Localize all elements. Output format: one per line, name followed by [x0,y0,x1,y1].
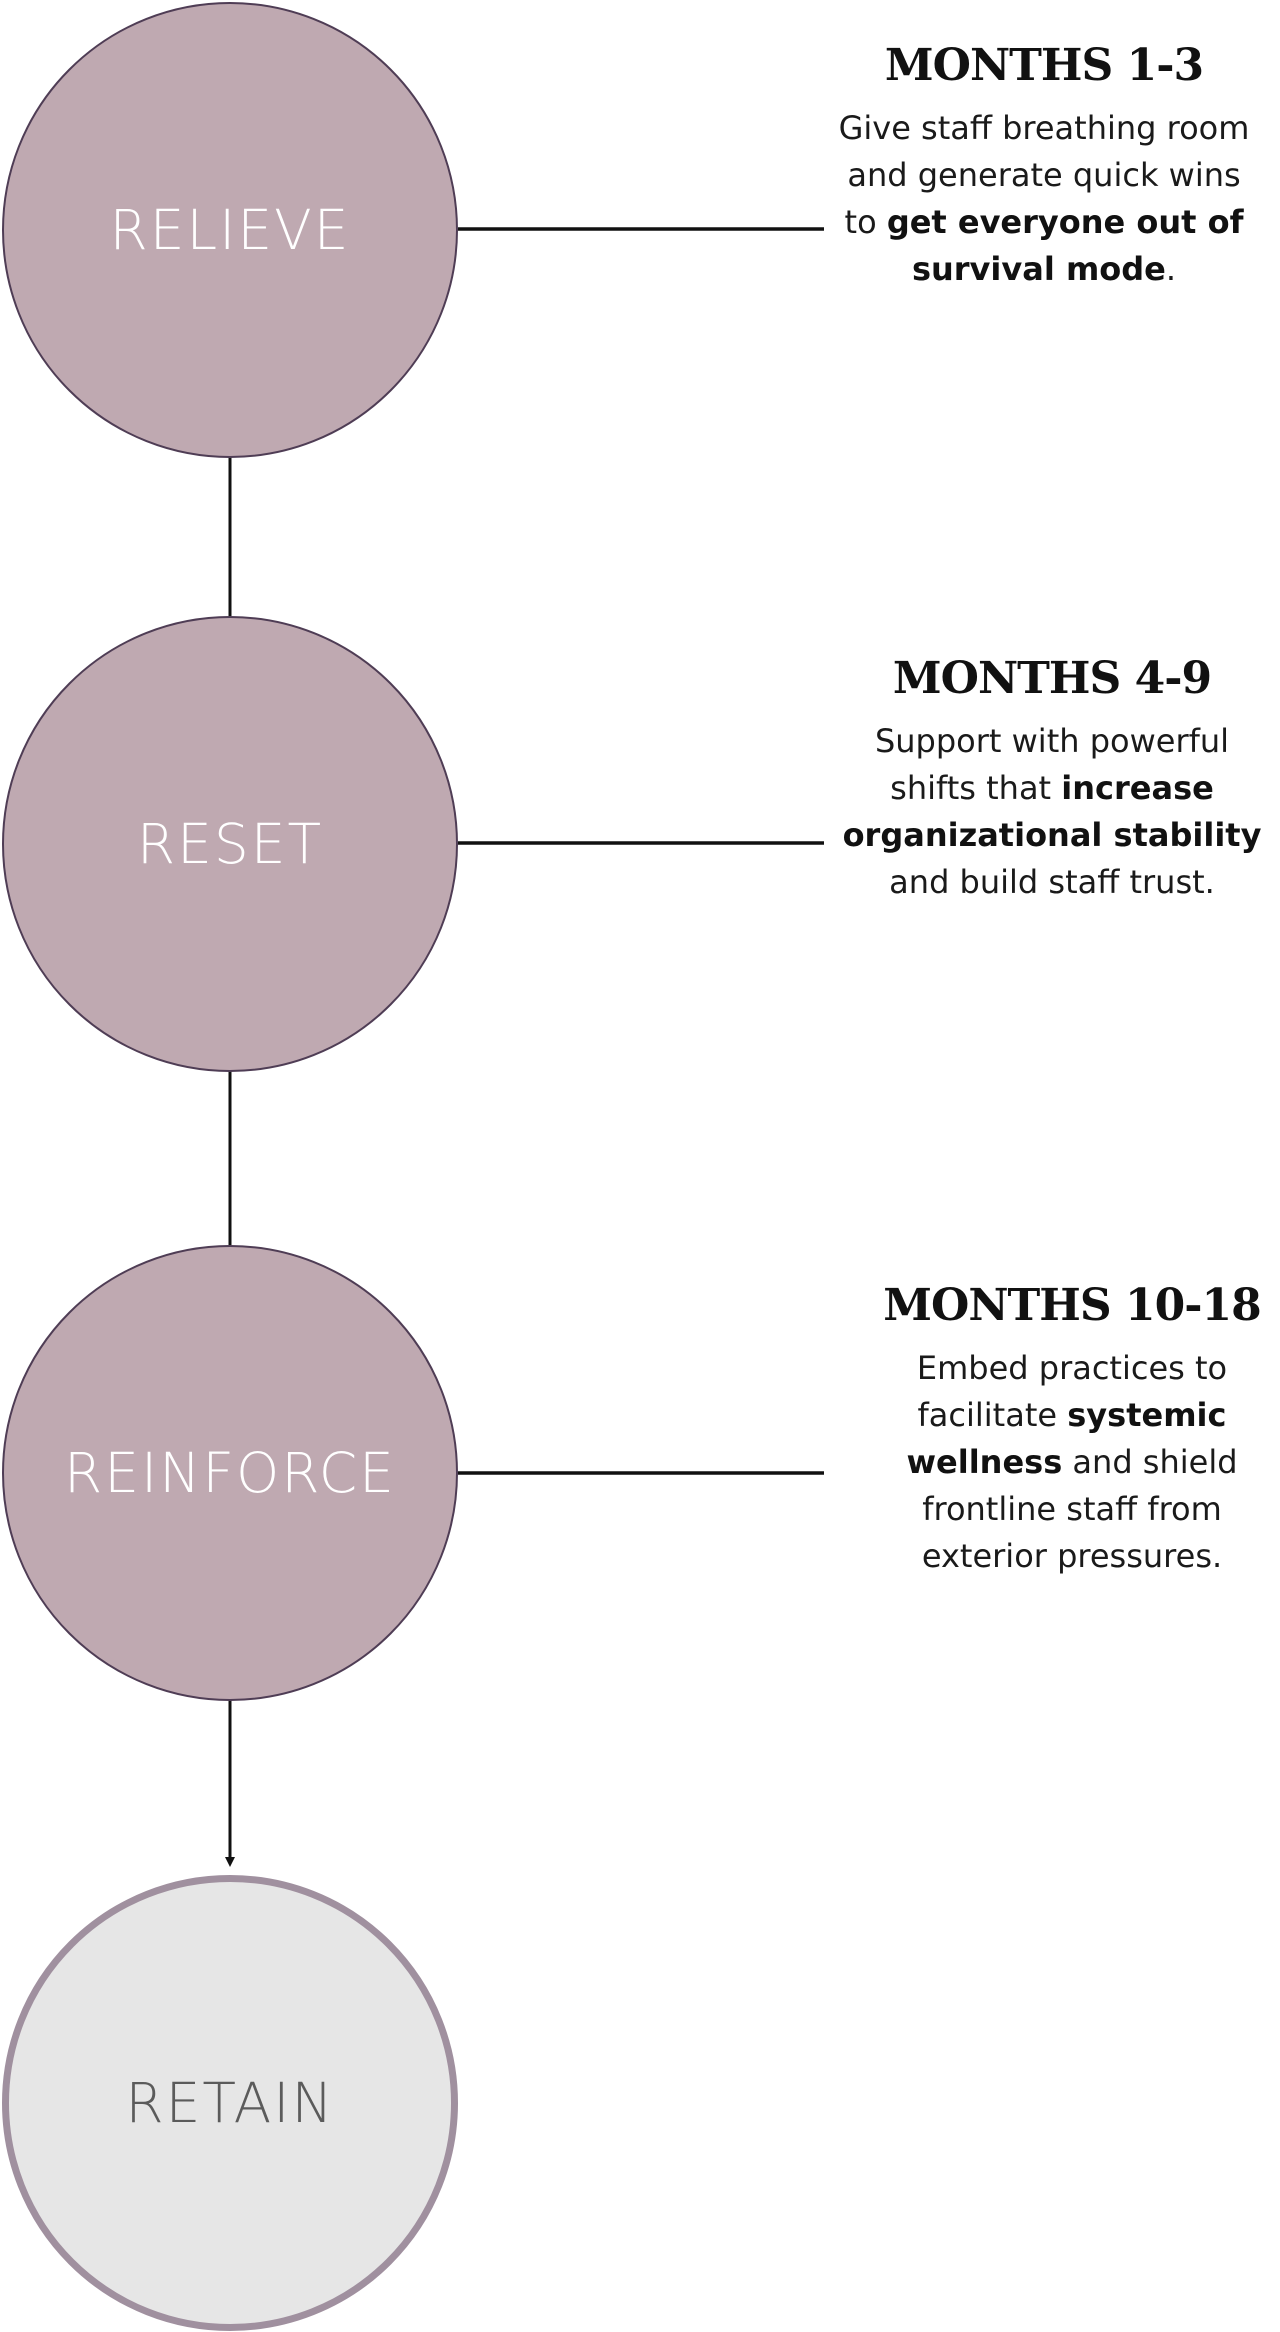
description-part: Support with powerful shifts that [874,721,1230,807]
stage-text-reset: MONTHS 4-9 Support with powerful shifts … [842,653,1262,906]
description-part: and build staff trust. [889,862,1215,901]
description-part: and shield frontline staff from exterior… [921,1442,1238,1575]
stage-description-reset: Support with powerful shifts that increa… [842,718,1262,906]
stage-circle-reinforce: REINFORCE [2,1245,458,1701]
description-part: . [1165,249,1177,288]
stage-text-relieve: MONTHS 1-3 Give staff breathing room and… [834,40,1254,293]
description-emphasis: systemic wellness [906,1395,1227,1481]
goal-label-retain: RETAIN [125,2071,335,2135]
goal-circle-retain: RETAIN [2,1875,458,2331]
stage-label-reset: RESET [136,812,324,876]
period-heading-reinforce: MONTHS 10-18 [883,1280,1261,1331]
stage-text-reinforce: MONTHS 10-18 Embed practices to facilita… [862,1280,1280,1580]
stage-description-relieve: Give staff breathing room and generate q… [834,105,1254,293]
stage-label-reinforce: REINFORCE [64,1441,396,1505]
description-emphasis: get everyone out of survival mode [886,202,1244,288]
stage-label-relieve: RELIEVE [109,198,351,262]
description-part: Give staff breathing room and generate q… [838,108,1250,241]
stage-description-reinforce: Embed practices to facilitate systemic w… [862,1345,1280,1580]
stage-circle-reset: RESET [2,616,458,1072]
stage-circle-relieve: RELIEVE [2,2,458,458]
period-heading-relieve: MONTHS 1-3 [884,40,1204,91]
description-part: Embed practices to facilitate [916,1348,1228,1434]
description-emphasis: increase organizational stability [842,768,1262,854]
period-heading-reset: MONTHS 4-9 [892,653,1212,704]
